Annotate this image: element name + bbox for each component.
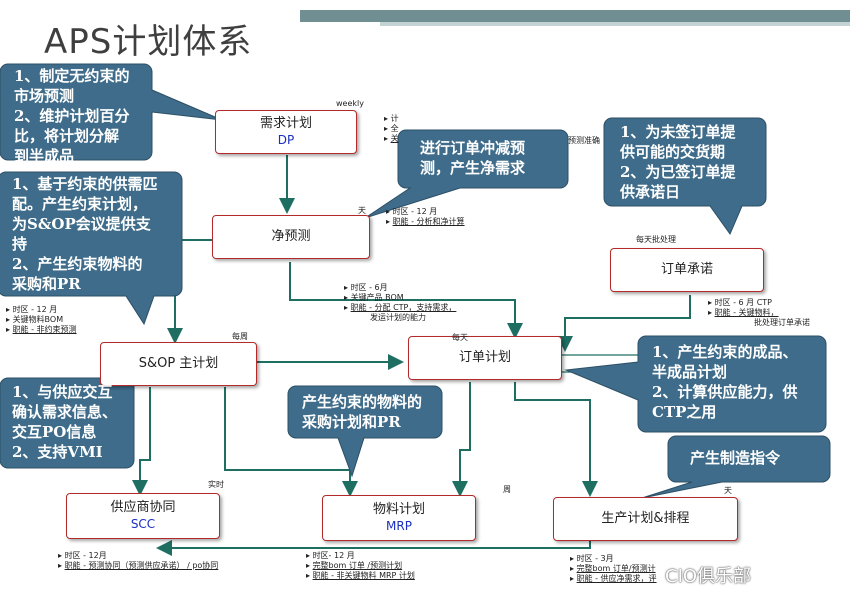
callout-8: 产生制造指令	[690, 449, 781, 467]
box-order-promise-label: 订单承诺	[660, 262, 713, 277]
freq-week: 周	[503, 485, 511, 494]
box-order-plan: 订单计划	[408, 336, 562, 380]
note-mrp: ▸ 时区- 12 月 ▸ 完整bom 订单 /预测计划 ▸ 职能 - 非关键物料…	[306, 551, 415, 580]
callout-7: 产生约束的物料的采购计划和PR	[302, 393, 423, 431]
note-prod: ▸ 时区 - 3月 ▸ 完整bom 订单/预测计 ▸ 职能 - 供应净需求，评	[570, 554, 657, 583]
box-production-plan-label: 生产计划&排程	[601, 511, 690, 526]
freq-daily-batch: 每天批处理	[636, 235, 676, 244]
box-demand-plan-sub: DP	[277, 133, 295, 147]
box-material-plan: 物料计划 MRP	[322, 495, 476, 541]
note-promise: ▸ 时区 - 6 月 CTP ▸ 职能 - 关键物料， 批处理订单承诺	[708, 298, 810, 327]
box-order-plan-label: 订单计划	[458, 350, 511, 365]
callout-2: 进行订单冲减预测，产生净需求	[420, 139, 526, 177]
note-sop: ▸ 时区 - 12 月 ▸ 关键物料BOM ▸ 职能 - 非约束预测	[6, 305, 77, 334]
watermark-logo: CIO俱乐部	[665, 566, 752, 587]
box-sop-master: S&OP 主计划	[100, 342, 257, 386]
note-dp-extra: 预测准确	[568, 136, 600, 145]
box-net-forecast: 净预测	[212, 215, 370, 259]
callout-shape-8	[641, 435, 831, 499]
box-demand-plan-label: 需求计划	[259, 116, 312, 131]
box-production-plan: 生产计划&排程	[553, 497, 738, 541]
freq-realtime: 实时	[208, 480, 224, 489]
arrow-net-order	[289, 262, 523, 339]
freq-tian: 天	[358, 206, 366, 215]
page-title: APS计划体系	[44, 22, 253, 62]
note-net: ▸ 时区 - 12 月 ▸ 职能 - 分析和净计算	[386, 207, 465, 226]
note-order: ▸ 时区 - 6月 ▸ 关键产品 BOM ▸ 职能 - 分配 CTP，支持需求，…	[344, 283, 457, 322]
box-supplier-collab-label: 供应商协同	[110, 500, 176, 515]
box-net-forecast-label: 净预测	[271, 229, 311, 244]
box-material-plan-label: 物料计划	[372, 502, 425, 517]
arrow-sop-mrp	[224, 387, 358, 497]
box-supplier-collab: 供应商协同 SCC	[66, 493, 220, 539]
freq-weekly-cn: 每周	[232, 332, 248, 341]
freq-tian-2: 天	[724, 486, 732, 495]
box-sop-master-label: S&OP 主计划	[138, 356, 219, 371]
callout-shape-7	[287, 385, 443, 478]
callout-shape-3	[603, 117, 767, 236]
note-dp: ▸ 计 ▸ 全 ▸ 关	[384, 114, 399, 143]
callout-shape-1	[0, 63, 223, 161]
arrow-order-prod	[514, 382, 598, 497]
box-demand-plan: 需求计划 DP	[215, 110, 357, 154]
arrow-order-mrp	[452, 382, 471, 497]
header-bar-accent	[380, 22, 850, 26]
arrow-promise-order	[557, 295, 691, 352]
callout-shape-5	[564, 335, 827, 433]
box-material-plan-sub: MRP	[386, 519, 412, 533]
note-scc: ▸ 时区 - 12月 ▸ 职能 - 预测协同（预测供应承诺） / po协同	[58, 551, 219, 570]
box-supplier-collab-sub: SCC	[130, 517, 156, 531]
header-bar	[300, 10, 850, 22]
freq-daily: 每天	[452, 333, 468, 342]
callout-shape-4	[0, 171, 183, 326]
box-order-promise: 订单承诺	[610, 248, 764, 292]
arrow-sop-scc	[132, 387, 151, 496]
freq-weekly: weekly	[336, 99, 364, 108]
